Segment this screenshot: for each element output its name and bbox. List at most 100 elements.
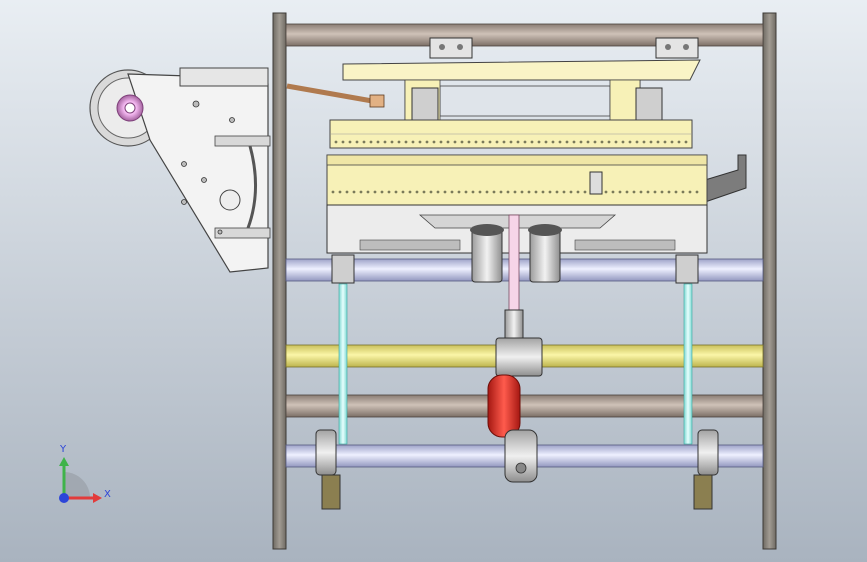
hole [467, 140, 471, 144]
hole [338, 190, 342, 194]
hole [516, 140, 520, 144]
hole [436, 190, 440, 194]
hole [544, 140, 548, 144]
central-coupling[interactable] [495, 309, 543, 377]
drive-arm-assembly[interactable] [89, 67, 271, 273]
hole [331, 190, 335, 194]
rod-top-tan [285, 23, 764, 47]
hole [348, 140, 352, 144]
hole [551, 140, 555, 144]
bolt-6 [217, 229, 223, 235]
hole [418, 140, 422, 144]
hole [611, 190, 615, 194]
hole [653, 190, 657, 194]
hole [663, 140, 667, 144]
hole [439, 140, 443, 144]
push-rod [286, 83, 379, 105]
bracket-left-hole-2 [457, 44, 463, 50]
hole [380, 190, 384, 194]
hole [569, 190, 573, 194]
arm-strip-upper [214, 135, 271, 147]
hole [401, 190, 405, 194]
hole [471, 190, 475, 194]
hole [614, 140, 618, 144]
hole [492, 190, 496, 194]
axis-x-label: X [104, 489, 111, 500]
frame-slot-left [359, 239, 461, 251]
pink-hub-bore [124, 102, 136, 114]
hole [523, 140, 527, 144]
lower-carriage[interactable] [326, 154, 747, 321]
hole [345, 190, 349, 194]
hole [639, 190, 643, 194]
hole [369, 140, 373, 144]
hole [376, 140, 380, 144]
foot-left [331, 254, 355, 284]
carriage-window [439, 85, 611, 117]
hole [618, 190, 622, 194]
hole [586, 140, 590, 144]
hole [625, 190, 629, 194]
hole [474, 140, 478, 144]
hole [520, 190, 524, 194]
bottom-clamp-right-jaw [693, 474, 713, 510]
bottom-clamp-right-body [697, 429, 719, 476]
axis-y-arrow [59, 457, 69, 466]
hole [415, 190, 419, 194]
hole [509, 140, 513, 144]
hole [527, 190, 531, 194]
bolt-2 [229, 117, 235, 123]
coupling-block [495, 337, 543, 377]
bolt-3 [181, 161, 187, 167]
axis-triad: X Y [59, 444, 111, 503]
bottom-clamp-right[interactable] [693, 429, 719, 510]
hole [460, 140, 464, 144]
hole [362, 140, 366, 144]
red-wheel [487, 374, 521, 438]
hole [583, 190, 587, 194]
hole [572, 140, 576, 144]
hole [366, 190, 370, 194]
hole [387, 190, 391, 194]
bracket-right-hole-1 [665, 44, 671, 50]
hole [565, 140, 569, 144]
bottom-clamp-left[interactable] [315, 429, 341, 510]
hole [499, 190, 503, 194]
red-wheel-assembly[interactable] [487, 374, 538, 483]
hole [373, 190, 377, 194]
rail-cyan-left [338, 283, 348, 445]
hole [432, 140, 436, 144]
hole [628, 140, 632, 144]
hole [502, 140, 506, 144]
axis-x-arrow [93, 493, 102, 503]
hole [576, 190, 580, 194]
center-rod [508, 214, 520, 321]
carriage-side-right [609, 79, 641, 121]
bottom-clamp-left-body [315, 429, 337, 476]
hole [656, 140, 660, 144]
frame-slot-right [574, 239, 676, 251]
rod-mid-tan [285, 394, 764, 418]
hole [621, 140, 625, 144]
hole [548, 190, 552, 194]
hole [579, 140, 583, 144]
foot-right [675, 254, 699, 284]
hole [341, 140, 345, 144]
hole [443, 190, 447, 194]
hole [530, 140, 534, 144]
arm-strip-lower [214, 227, 271, 239]
hole [600, 140, 604, 144]
hole [688, 190, 692, 194]
hole [670, 140, 674, 144]
hole [481, 140, 485, 144]
hole [667, 190, 671, 194]
upper-carriage[interactable] [286, 37, 701, 149]
rail-cyan-right [683, 283, 693, 445]
bottom-clamp-left-jaw [321, 474, 341, 510]
bolt-4 [201, 177, 207, 183]
axis-z-dot [59, 493, 69, 503]
hole [660, 190, 664, 194]
rod-lavender-upper [285, 258, 764, 282]
coupling-neck [504, 309, 524, 341]
